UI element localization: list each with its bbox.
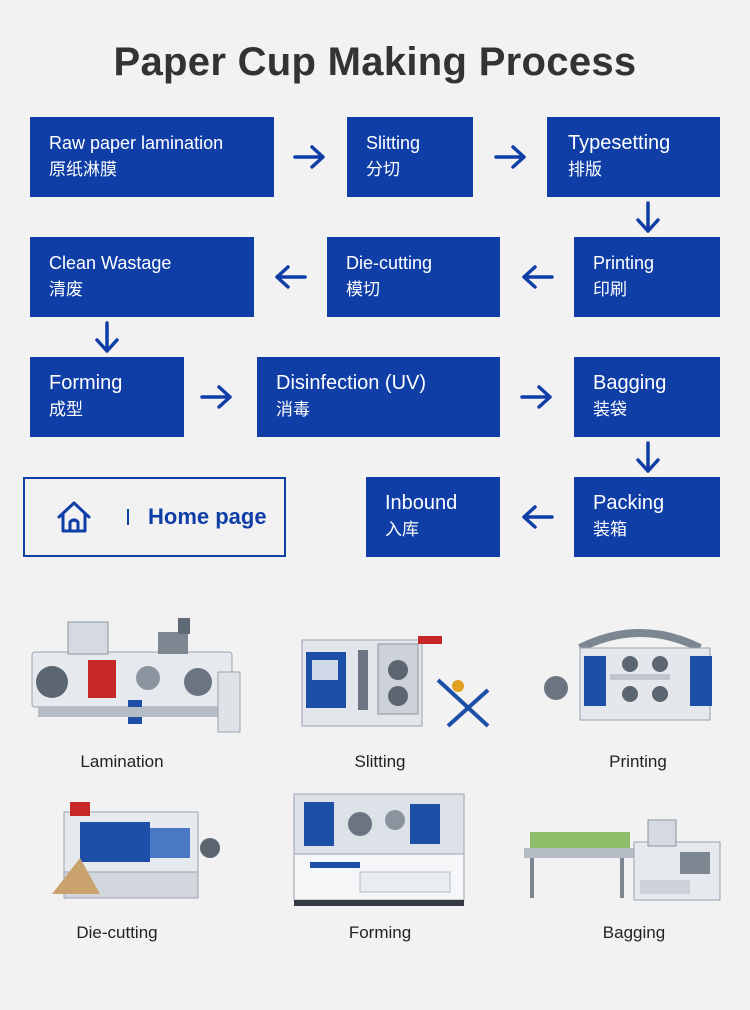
step-label-zh: 清废 (49, 280, 83, 300)
step-label-en: Slitting (366, 133, 421, 153)
home-icon (57, 501, 91, 533)
arrow-left-icon (275, 265, 307, 289)
step-label-en: Packing (593, 492, 665, 514)
arrow-down-icon (636, 201, 660, 233)
arrow-left-icon (522, 505, 554, 529)
page-title: Paper Cup Making Process (113, 40, 637, 84)
step-disinfection: Disinfection (UV) 消毒 (257, 357, 500, 437)
step-slitting: Slitting 分切 (347, 117, 473, 197)
step-inbound: Inbound 入库 (366, 477, 500, 557)
step-printing: Printing 印刷 (574, 237, 720, 317)
divider (127, 509, 129, 525)
step-label-en: Disinfection (UV) (276, 372, 427, 394)
step-label-zh: 装箱 (593, 520, 627, 540)
slitting-machine-image (301, 636, 490, 728)
step-packing: Packing 装箱 (574, 477, 720, 557)
step-raw-paper-lamination: Raw paper lamination 原纸淋膜 (30, 117, 274, 197)
machine-caption-forming: Forming (348, 923, 412, 942)
arrow-right-icon (494, 145, 526, 169)
arrow-right-icon (520, 385, 552, 409)
machine-caption-printing: Printing (609, 752, 667, 771)
die-cutting-machine-image (52, 802, 220, 899)
step-label-zh: 入库 (385, 520, 419, 540)
arrow-right-icon (200, 385, 232, 409)
step-label-zh: 成型 (49, 400, 83, 420)
step-typesetting: Typesetting 排版 (547, 117, 720, 197)
step-label-en: Clean Wastage (49, 253, 172, 273)
step-label-en: Forming (49, 372, 123, 394)
arrow-left-icon (522, 265, 554, 289)
step-label-zh: 印刷 (593, 280, 627, 300)
step-forming: Forming 成型 (30, 357, 184, 437)
step-label-en: Bagging (593, 372, 667, 394)
machine-caption-lamination: Lamination (80, 752, 164, 771)
step-bagging: Bagging 装袋 (574, 357, 720, 437)
machine-caption-bagging: Bagging (602, 923, 666, 942)
step-label-en: Printing (593, 253, 655, 273)
arrow-right-icon (293, 145, 325, 169)
machine-caption-die-cutting: Die-cutting (76, 923, 158, 942)
machine-caption-slitting: Slitting (354, 752, 406, 771)
step-label-zh: 分切 (366, 160, 400, 180)
step-label-en: Typesetting (568, 132, 671, 154)
arrow-down-icon (636, 441, 660, 473)
step-label-en: Die-cutting (346, 253, 433, 273)
home-page-label: Home page (148, 504, 267, 529)
lamination-machine-image (31, 618, 241, 733)
step-label-zh: 模切 (346, 280, 380, 300)
step-label-zh: 消毒 (276, 400, 310, 420)
arrow-down-icon (95, 321, 119, 353)
bagging-machine-image (524, 819, 721, 901)
step-label-zh: 排版 (568, 160, 602, 180)
step-label-en: Inbound (385, 492, 458, 514)
step-clean-wastage: Clean Wastage 清废 (30, 237, 254, 317)
forming-machine-image (293, 793, 465, 906)
step-label-zh: 装袋 (593, 400, 627, 420)
home-page-button[interactable]: Home page (23, 477, 286, 557)
step-die-cutting: Die-cutting 模切 (327, 237, 500, 317)
printing-machine-image (544, 629, 712, 721)
step-label-en: Raw paper lamination (49, 133, 224, 153)
step-label-zh: 原纸淋膜 (49, 160, 117, 180)
